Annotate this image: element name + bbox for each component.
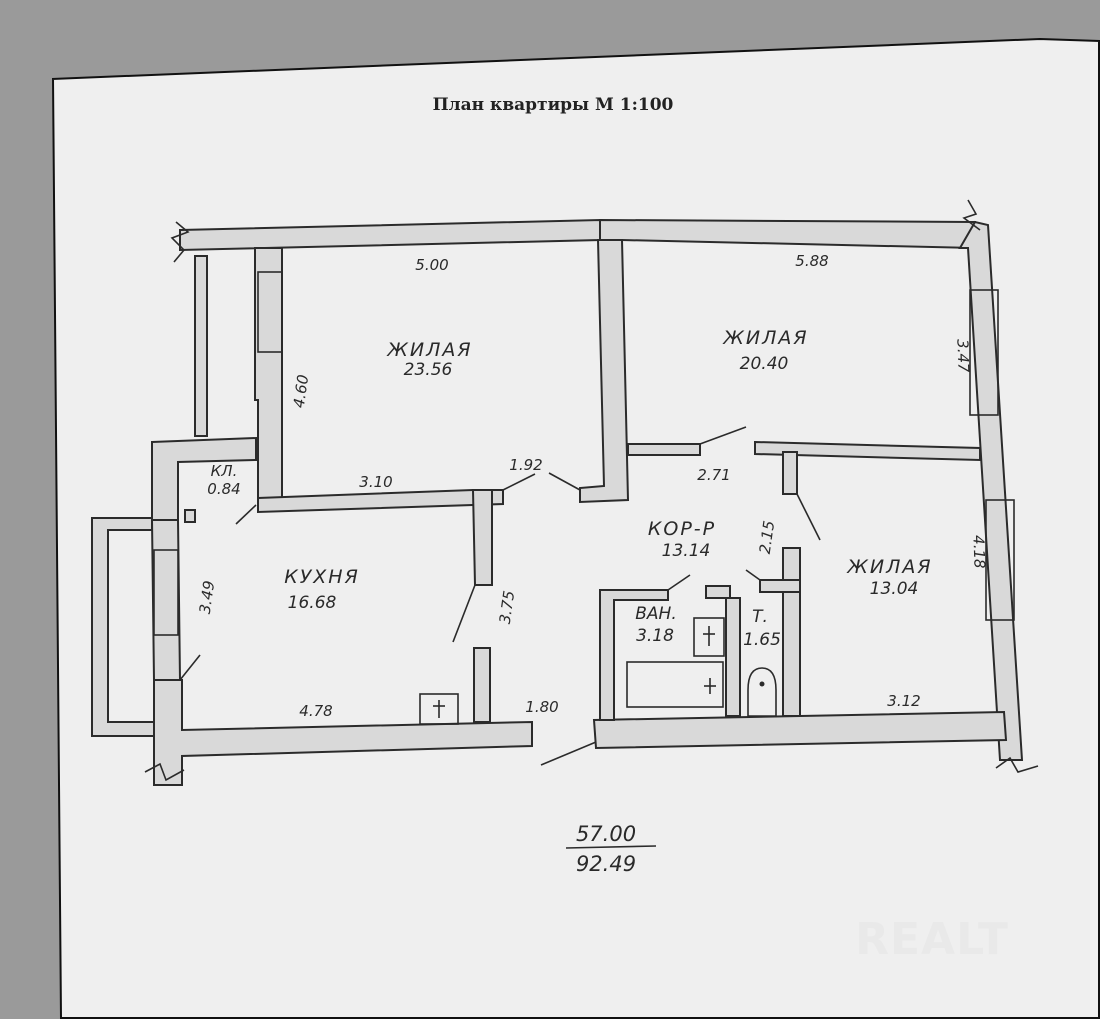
dim-kitchen-bottom: 4.78 (299, 702, 332, 720)
room-label-living3: ЖИЛАЯ (846, 556, 932, 578)
total-living-area: 57.00 (576, 822, 636, 846)
dim-living2-top: 5.88 (795, 252, 828, 270)
plan-title: План квартиры М 1:100 (433, 95, 674, 115)
fixtures (419, 617, 777, 725)
totals-divider (565, 845, 657, 849)
room-label-living1: ЖИЛАЯ (386, 339, 472, 361)
toilet-icon (747, 667, 777, 717)
room-area-bath: 3.18 (636, 626, 674, 646)
windows (153, 255, 1015, 636)
room-label-toilet: Т. (752, 607, 768, 627)
dim-living2-right: 3.47 (953, 339, 972, 373)
dim-living3-bottom: 3.12 (887, 692, 920, 710)
sink-icon (693, 617, 725, 657)
bathtub-icon (626, 661, 724, 708)
dim-living1-left: 4.60 (290, 374, 312, 410)
room-area-toilet: 1.65 (743, 630, 781, 650)
room-area-living3: 13.04 (870, 579, 919, 599)
door-swings (179, 426, 821, 766)
dim-corridor-top: 2.71 (697, 466, 730, 484)
room-area-pantry: 0.84 (207, 480, 240, 498)
room-label-bath: ВАН. (635, 604, 676, 624)
dim-living1-top: 5.00 (415, 256, 448, 274)
dim-corridor-side: 2.15 (756, 520, 778, 556)
room-label-corridor: КОР-Р (648, 518, 716, 540)
room-area-corridor: 13.14 (662, 541, 711, 561)
room-area-living1: 23.56 (404, 360, 453, 380)
room-label-pantry: КЛ. (211, 462, 238, 480)
room-label-kitchen: КУХНЯ (284, 566, 360, 588)
break-marks (144, 199, 1039, 782)
dim-living1-bottom: 3.10 (359, 473, 392, 491)
total-area: 92.49 (576, 852, 636, 876)
room-label-living2: ЖИЛАЯ (722, 327, 808, 349)
room-area-kitchen: 16.68 (288, 593, 337, 613)
walls (91, 218, 1024, 786)
dim-living3-right: 4.18 (969, 535, 988, 569)
watermark-logo: REALT (855, 914, 1009, 965)
dim-entry-width: 1.80 (525, 698, 558, 716)
stove-icon (419, 693, 459, 725)
dim-kitchen-left: 3.49 (196, 580, 218, 616)
dim-door-width: 1.92 (509, 456, 542, 474)
paper-sheet (49, 35, 1100, 1019)
room-area-living2: 20.40 (740, 354, 789, 374)
dim-kitchen-right: 3.75 (496, 590, 518, 626)
